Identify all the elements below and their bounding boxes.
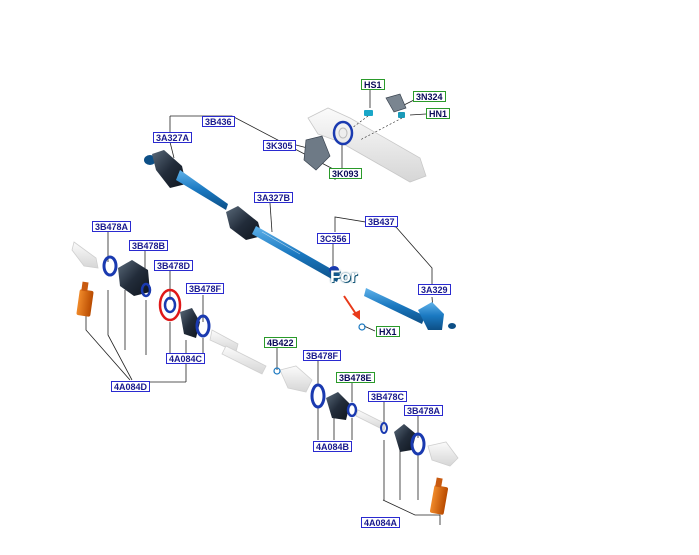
callout-3B437[interactable]: 3B437 [365, 216, 398, 227]
small-clamp [346, 402, 358, 418]
right-driveshaft [329, 266, 456, 331]
callout-3B478F-left[interactable]: 3B478F [186, 283, 225, 294]
clamp-ring [102, 255, 118, 277]
callout-3B478C[interactable]: 3B478C [368, 391, 408, 402]
clamp-plate [385, 93, 407, 113]
callout-3B478A-left[interactable]: 3B478A [92, 221, 132, 232]
callout-3K093[interactable]: 3K093 [329, 168, 362, 179]
highlight-circle [158, 288, 182, 322]
callout-4A084D[interactable]: 4A084D [111, 381, 151, 392]
long-shaft [252, 226, 340, 282]
callout-HS1[interactable]: HS1 [361, 79, 385, 90]
callout-3B478F-right[interactable]: 3B478F [303, 350, 342, 361]
clamp-ring [195, 314, 211, 338]
bearing-ring [332, 120, 354, 146]
4b422-clip [273, 367, 281, 375]
shaft-section [176, 170, 228, 210]
clamp-ring [410, 432, 426, 456]
callout-3B478B[interactable]: 3B478B [129, 240, 169, 251]
highlighted-clamp [163, 296, 177, 314]
callout-3N324[interactable]: 3N324 [413, 91, 446, 102]
indicator-arrow [343, 295, 357, 315]
engine-bracket [303, 93, 427, 183]
callout-3K305[interactable]: 3K305 [263, 140, 296, 151]
hx1-clip [358, 323, 366, 331]
cv-boot [326, 392, 350, 420]
callout-3A327B[interactable]: 3A327B [254, 192, 294, 203]
small-clamp [140, 282, 152, 298]
outer-boot [394, 424, 416, 452]
callout-3B478E[interactable]: 3B478E [336, 372, 375, 383]
callout-3B436[interactable]: 3B436 [202, 116, 235, 127]
upper-driveshaft [144, 150, 340, 282]
support-bracket [303, 135, 331, 171]
callout-4B422[interactable]: 4B422 [264, 337, 297, 348]
callout-3A327A[interactable]: 3A327A [153, 132, 193, 143]
callout-3A329[interactable]: 3A329 [418, 284, 451, 295]
grease-tube [429, 485, 449, 515]
grease-tube [76, 289, 94, 317]
clamp-ring [310, 383, 326, 409]
mid-boot [226, 206, 262, 240]
bolt-icon [364, 110, 373, 116]
circlip [329, 266, 339, 274]
callout-4A084A[interactable]: 4A084A [361, 517, 401, 528]
inner-boot [180, 308, 200, 338]
left-cv-kit [71, 241, 239, 353]
right-cv-kit [221, 345, 459, 515]
outer-joint [418, 302, 444, 330]
callout-HN1[interactable]: HN1 [426, 108, 451, 119]
callout-HX1[interactable]: HX1 [376, 326, 400, 337]
callout-4A084C[interactable]: 4A084C [166, 353, 206, 364]
callout-3B478A-right[interactable]: 3B478A [404, 405, 444, 416]
callout-4A084B[interactable]: 4A084B [313, 441, 353, 452]
callout-3C356[interactable]: 3C356 [317, 233, 350, 244]
nut-icon [398, 112, 405, 118]
callout-3B478D[interactable]: 3B478D [154, 260, 194, 271]
small-clamp [380, 422, 388, 434]
shaft-section [364, 288, 425, 324]
watermark-text: For [330, 267, 358, 286]
